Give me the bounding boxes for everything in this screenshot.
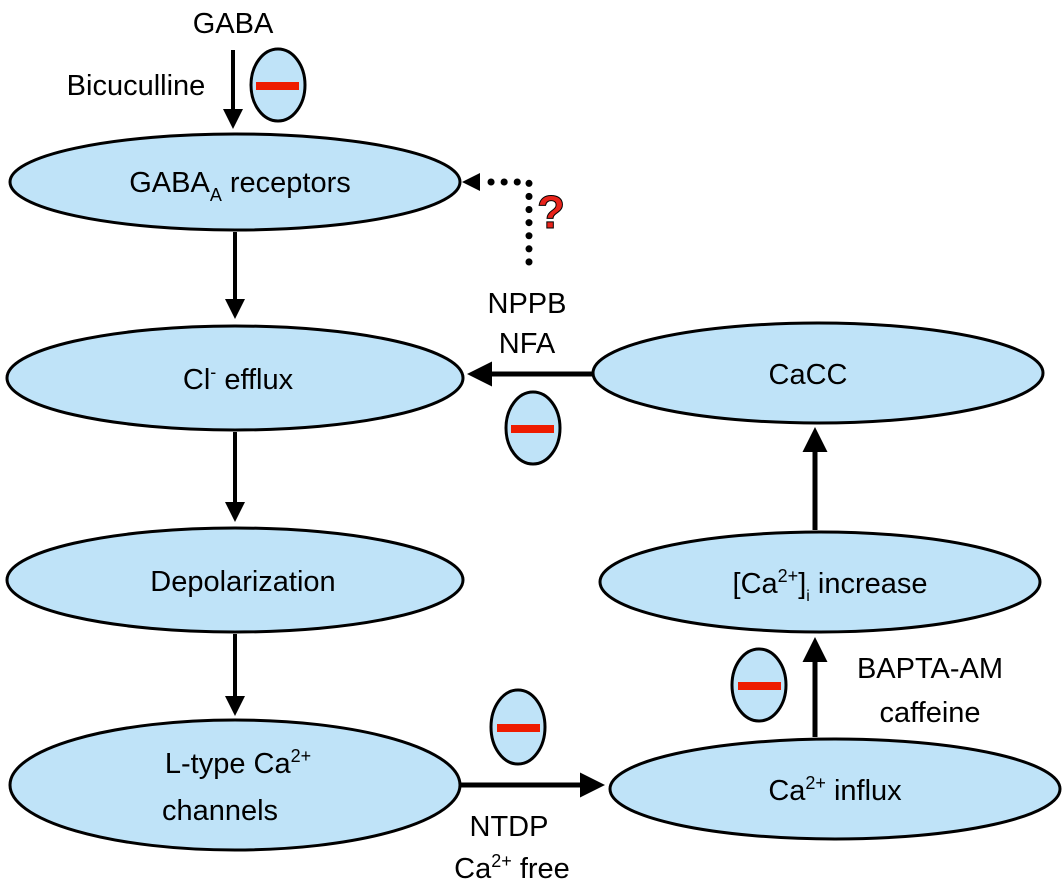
ca-free-label: Ca2+ free [454, 851, 570, 885]
node-cl-efflux: Cl- efflux [5, 324, 465, 432]
bapta-am-label: BAPTA-AM [857, 653, 1003, 685]
node-ltype-label-line2: channels [162, 795, 278, 827]
edge-unknown-to-gabaa-dotted [481, 178, 533, 266]
inhibitor-bicuculline: Bicuculline [67, 47, 307, 123]
node-cl-efflux-label: Cl- efflux [183, 362, 294, 396]
node-ltype-label-line1: L-type Ca2+ [165, 746, 311, 780]
minus-icon [497, 724, 540, 732]
inhibitor-nppb-nfa: NPPB NFA [488, 288, 567, 466]
node-cacc-label: CaCC [769, 359, 848, 391]
inhibitor-bapta-caffeine: BAPTA-AM caffeine [730, 647, 1003, 729]
node-ca-increase-label: [Ca2+]i increase [733, 566, 928, 605]
caffeine-label: caffeine [879, 697, 980, 729]
bicuculline-label: Bicuculline [67, 70, 206, 102]
minus-icon [511, 425, 554, 433]
question-mark-icon: ? [537, 186, 565, 238]
node-cacc: CaCC [591, 321, 1045, 425]
nppb-label: NPPB [488, 288, 567, 320]
node-ca-influx: Ca2+ influx [608, 737, 1062, 841]
minus-icon [738, 682, 781, 690]
dotted-arrowhead-icon [462, 173, 480, 191]
node-ca-influx-label: Ca2+ influx [768, 773, 902, 807]
node-depolarization-label: Depolarization [150, 566, 335, 598]
nfa-label: NFA [499, 328, 556, 360]
gaba-input-label: GABA [193, 8, 274, 40]
node-depolarization: Depolarization [5, 526, 465, 634]
node-gabaa-receptors-label: GABAA receptors [129, 167, 351, 205]
ntdp-label: NTDP [470, 811, 549, 843]
node-gabaa-receptors: GABAA receptors [8, 132, 462, 232]
inhibitor-ntdp: NTDP Ca2+ free [454, 688, 570, 885]
minus-icon [256, 82, 299, 90]
node-ca-increase: [Ca2+]i increase [598, 530, 1042, 634]
node-ltype-ca-channels: L-type Ca2+ channels [8, 718, 462, 852]
